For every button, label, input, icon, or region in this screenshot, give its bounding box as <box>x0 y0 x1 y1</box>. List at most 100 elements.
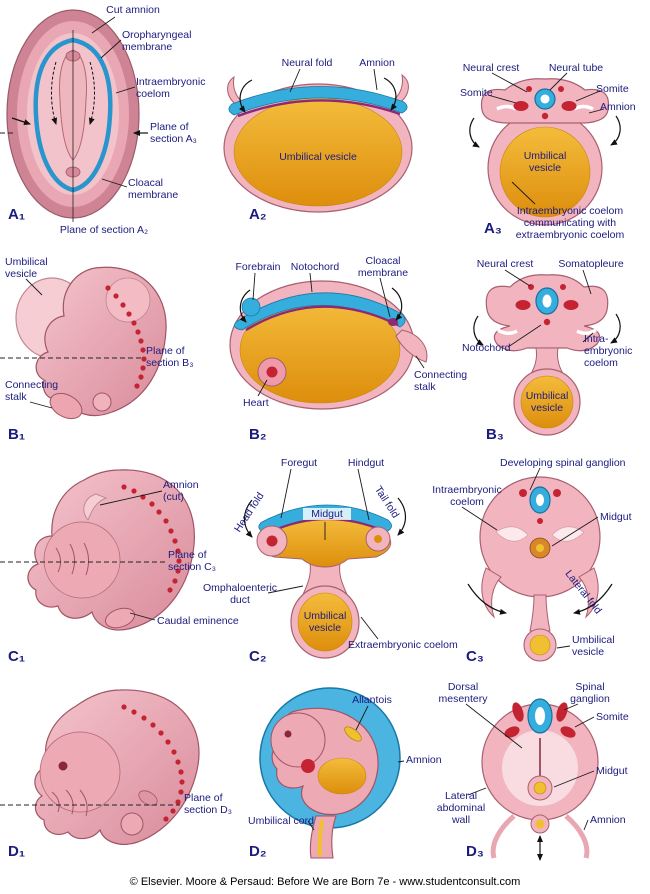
b1-somites <box>105 285 147 389</box>
label-umbilical-vesicle-c2: Umbilical vesicle <box>303 610 347 635</box>
c2-heart-dot <box>266 535 278 547</box>
illustration-a3 <box>469 78 621 226</box>
d2-umbilical-cord-shape <box>309 815 337 859</box>
label-midgut-d3: Midgut <box>596 765 628 777</box>
c1-amnion-cut-flap <box>83 493 108 521</box>
d3-amnion-right <box>564 814 590 859</box>
label-oropharyngeal-membrane: Oropharyngeal membrane <box>122 29 192 54</box>
c3-spinal-ganglion-right <box>553 489 561 497</box>
label-umbilical-vesicle-a2: Umbilical vesicle <box>279 151 357 163</box>
illustration-a1 <box>0 9 148 222</box>
label-umbilical-vesicle-b3: Umbilical vesicle <box>525 390 569 415</box>
a3-somite-right-shape <box>561 101 577 111</box>
b3-somite-right <box>563 300 579 310</box>
label-dorsal-mesentery: Dorsal mesentery <box>438 681 488 706</box>
illustration-b2 <box>229 280 428 410</box>
label-somatopleure: Somatopleure <box>558 258 624 270</box>
c3-lateral-wall-left <box>481 567 502 619</box>
label-coelom-communication-note: Intraembryonic coelom communicating with… <box>515 205 625 242</box>
b2-amnion-neural-band <box>234 292 406 331</box>
label-amnion-a3: Amnion <box>600 101 636 113</box>
illustration-c3 <box>467 476 613 662</box>
label-umbilical-vesicle-c3: Umbilical vesicle <box>572 634 615 659</box>
label-developing-spinal-ganglion: Developing spinal ganglion <box>500 457 626 469</box>
b1-head <box>105 277 151 323</box>
d2-head <box>270 712 326 768</box>
illustration-d3 <box>481 698 599 861</box>
d1-somites <box>121 704 185 822</box>
a3-neural-crest-left <box>526 86 532 92</box>
label-somite-right-a3: Somite <box>596 83 629 95</box>
d1-tail <box>120 812 144 836</box>
d3-somite-left <box>504 726 520 738</box>
illustration-b1 <box>0 266 167 420</box>
illustration-d1 <box>0 689 200 845</box>
label-amnion-d2: Amnion <box>406 754 442 766</box>
a2-notochord-line <box>237 99 401 118</box>
label-allantois: Allantois <box>352 694 392 706</box>
label-cloacal-membrane-b2: Cloacal membrane <box>357 255 409 280</box>
label-connecting-stalk-b1: Connecting stalk <box>5 379 59 404</box>
b1-tail <box>92 392 112 412</box>
b2-connecting-stalk-shape <box>395 329 428 363</box>
panel-label-d1: D₁ <box>8 843 26 860</box>
label-lateral-abdominal-wall: Lateral abdominal wall <box>436 790 486 827</box>
c3-umbilical-vesicle-shape <box>529 634 551 656</box>
panel-label-c2: C₂ <box>249 648 267 665</box>
leader-lines <box>25 16 605 831</box>
b3-neural-crest-right <box>560 284 566 290</box>
panel-label-b2: B₂ <box>249 426 267 443</box>
label-neural-tube-a3: Neural tube <box>548 62 604 74</box>
label-neural-crest-b3: Neural crest <box>476 258 534 270</box>
d3-spinal-ganglion-right <box>556 702 568 722</box>
label-caudal-eminence: Caudal eminence <box>157 615 239 627</box>
label-connecting-stalk-b2: Connecting stalk <box>414 369 468 394</box>
panel-label-a1: A₁ <box>8 206 26 223</box>
d3-somite-right <box>560 726 576 738</box>
c2-umbilical-vesicle-shape <box>297 592 353 652</box>
a3-umbilical-vesicle-shape <box>499 126 591 218</box>
b1-connecting-stalk-shape <box>49 392 83 420</box>
label-intraembryonic-coelom-a1: Intraembryonic coelom <box>136 76 206 101</box>
d1-head <box>39 731 121 813</box>
label-plane-of-section-a2: Plane of section A₂ <box>59 224 149 236</box>
panel-label-d3: D₃ <box>466 843 484 860</box>
b3-notochord-dot <box>543 318 551 326</box>
label-amnion-cut-c1: Amnion (cut) <box>163 479 199 504</box>
label-plane-of-section-c3: Plane of section C₃ <box>168 549 217 574</box>
illustration-c1 <box>0 469 195 631</box>
label-plane-of-section-a3: Plane of section A₃ <box>150 121 197 146</box>
label-somite-d3: Somite <box>596 711 629 723</box>
label-umbilical-cord: Umbilical cord <box>248 815 314 827</box>
label-foregut: Foregut <box>280 457 318 469</box>
label-amnion-d3: Amnion <box>590 814 626 826</box>
c3-notochord-dot <box>537 518 543 524</box>
illustration-b3 <box>473 274 621 436</box>
c1-somites <box>121 484 182 593</box>
illustration-d2 <box>259 687 401 859</box>
d2-eye <box>284 730 292 738</box>
b2-forebrain-shape <box>241 297 261 317</box>
d3-amnion-left <box>490 814 516 859</box>
label-somite-left-a3: Somite <box>460 87 493 99</box>
c3-coelom-left <box>495 526 529 542</box>
panel-label-b3: B₃ <box>486 426 504 443</box>
a3-neural-crest-right <box>558 86 564 92</box>
label-hindgut: Hindgut <box>347 457 385 469</box>
c3-spinal-ganglion-left <box>519 489 527 497</box>
label-intraembryonic-coelom-b3: Intra- embryonic coelom <box>584 333 633 370</box>
label-omphaloenteric-duct: Omphaloenteric duct <box>202 582 278 607</box>
label-umbilical-vesicle-b1: Umbilical vesicle <box>5 256 48 281</box>
figure-credit: © Elsevier. Moore & Persaud: Before We a… <box>129 876 521 888</box>
d2-gut-region <box>317 757 367 795</box>
label-notochord-b2: Notochord <box>290 261 340 273</box>
c1-head <box>43 521 121 599</box>
d3-spinal-ganglion-left <box>512 702 524 722</box>
label-spinal-ganglion-d3: Spinal ganglion <box>570 681 610 706</box>
a3-notochord-dot <box>541 112 549 120</box>
label-notochord-b3: Notochord <box>462 342 511 354</box>
label-neural-fold: Neural fold <box>281 57 333 69</box>
label-cut-amnion: Cut amnion <box>106 4 160 16</box>
